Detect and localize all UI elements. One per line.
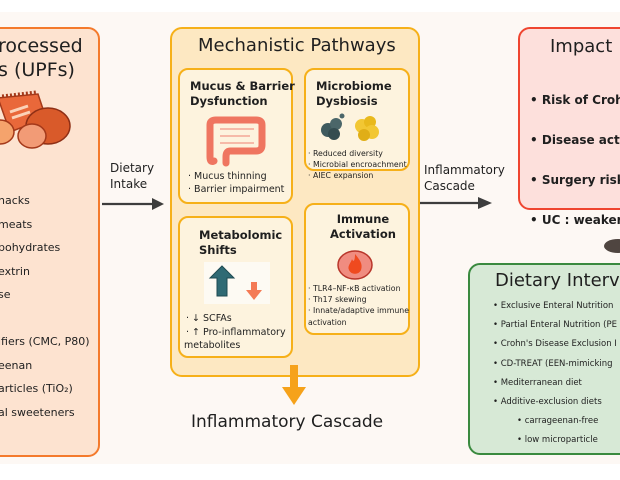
- dark-shape-icon: [604, 239, 620, 253]
- immune-list: TLR4–NF-κB activation Th17 skewing Innat…: [308, 283, 409, 328]
- mucus-barrier-title: Mucus & Barrier Dysfunction: [190, 79, 295, 109]
- immune-title: Immune Activation: [330, 212, 396, 242]
- impact-item: Disease activ: [530, 120, 620, 160]
- inflammatory-cascade-arrow-icon: [420, 197, 492, 209]
- upf-item: meats: [0, 217, 33, 231]
- upf-list: nacks meats bohydrates extrin se ifiers …: [0, 189, 90, 424]
- mucus-title-line2: Dysfunction: [190, 94, 268, 108]
- dietary-intake-line2: Intake: [110, 177, 148, 191]
- immune-item: TLR4–NF-κB activation: [308, 283, 409, 294]
- immune-title-line1: Immune: [336, 212, 390, 226]
- dietary-intake-arrow-icon: [102, 198, 164, 210]
- inflammatory-cascade-label: Inflammatory Cascade: [191, 412, 384, 432]
- impact-title: Impact: [550, 36, 613, 57]
- upf-item: articles (TiO₂): [0, 382, 73, 395]
- metabolomic-title-line1: Metabolomic: [199, 228, 283, 242]
- metabolomic-title-line2: Shifts: [199, 243, 237, 257]
- diet-item: Additive-exclusion diets: [493, 393, 617, 412]
- metabolite-arrows-icon: [204, 262, 270, 304]
- metabolomic-item-continued: metabolites: [184, 340, 241, 351]
- impact-list: Risk of Crohn Disease activ Surgery risk…: [530, 80, 620, 240]
- microbiome-title-line1: Microbiome: [316, 79, 392, 93]
- upf-spacer: [0, 307, 90, 331]
- dietary-interventions-title: Dietary Interv: [495, 270, 620, 291]
- upf-item: al sweeteners: [0, 405, 75, 419]
- diet-subitem: low microparticle: [493, 431, 617, 450]
- mucus-item: Barrier impairment: [188, 184, 284, 197]
- upf-item: bohydrates: [0, 241, 61, 254]
- upf-item: nacks: [0, 194, 30, 207]
- microbiome-item: AIEC expansion: [308, 170, 407, 181]
- diet-item: Partial Enteral Nutrition (PE: [493, 316, 617, 335]
- immune-item: Innate/adaptive immune: [308, 305, 409, 316]
- immune-item-continued: activation: [308, 317, 347, 327]
- immune-item: Th17 skewing: [308, 294, 409, 305]
- microbiome-title-line2: Dysbiosis: [316, 94, 378, 108]
- processed-food-icon: [0, 90, 71, 149]
- upf-title-line2: s (UPFs): [0, 59, 75, 81]
- diet-item: CD-TREAT (EEN-mimicking: [493, 355, 617, 374]
- cascade-label-line2: Cascade: [424, 179, 475, 193]
- upf-item: se: [0, 288, 11, 301]
- impact-item: Surgery risk: [530, 160, 620, 200]
- upf-item: eenan: [0, 358, 33, 372]
- immune-title-line2: Activation: [330, 227, 396, 241]
- upf-item: extrin: [0, 264, 30, 278]
- bacteria-cluster-icon: [321, 113, 379, 141]
- mucus-title-line1: Mucus & Barrier: [190, 79, 295, 93]
- mechanistic-pathways-title: Mechanistic Pathways: [198, 35, 396, 56]
- down-arrow-icon: [282, 365, 306, 405]
- diet-subitem: carrageenan-free: [493, 412, 617, 431]
- metabolomic-item: ↓ SCFAs: [186, 312, 286, 326]
- dietary-interventions-list: Exclusive Enteral Nutrition Partial Ente…: [493, 297, 617, 451]
- flame-icon: [337, 250, 373, 280]
- mucus-list: Mucus thinning Barrier impairment: [188, 171, 284, 196]
- mucus-item: Mucus thinning: [188, 171, 284, 184]
- diet-item: Exclusive Enteral Nutrition: [493, 297, 617, 316]
- diet-item: Crohn's Disease Exclusion I: [493, 335, 617, 354]
- microbiome-item: Microbial encroachment: [308, 159, 407, 170]
- metabolomic-item: ↑ Pro-inflammatory: [186, 326, 286, 340]
- diet-item: Mediterranean diet: [493, 374, 617, 393]
- dietary-intake-line1: Dietary: [110, 161, 155, 175]
- upf-title-line1: rocessed: [0, 35, 83, 57]
- upf-item: ifiers (CMC, P80): [0, 335, 90, 348]
- cascade-label-line1: Inflammatory: [424, 163, 505, 177]
- impact-item: Risk of Crohn: [530, 80, 620, 120]
- metabolomic-title: Metabolomic Shifts: [199, 228, 282, 258]
- dietary-intake-label: Dietary Intake: [110, 160, 154, 192]
- microbiome-title: Microbiome Dysbiosis: [316, 79, 392, 109]
- upf-panel-title: rocessed s (UPFs): [0, 34, 83, 82]
- impact-item: UC : weaker/: [530, 200, 620, 240]
- intestine-icon: [206, 116, 266, 167]
- metabolomic-list: ↓ SCFAs ↑ Pro-inflammatory metabolites: [184, 312, 286, 353]
- inflammatory-cascade-arrow-label: Inflammatory Cascade: [424, 162, 505, 194]
- microbiome-list: Reduced diversity Microbial encroachment…: [308, 148, 407, 181]
- microbiome-item: Reduced diversity: [308, 148, 407, 159]
